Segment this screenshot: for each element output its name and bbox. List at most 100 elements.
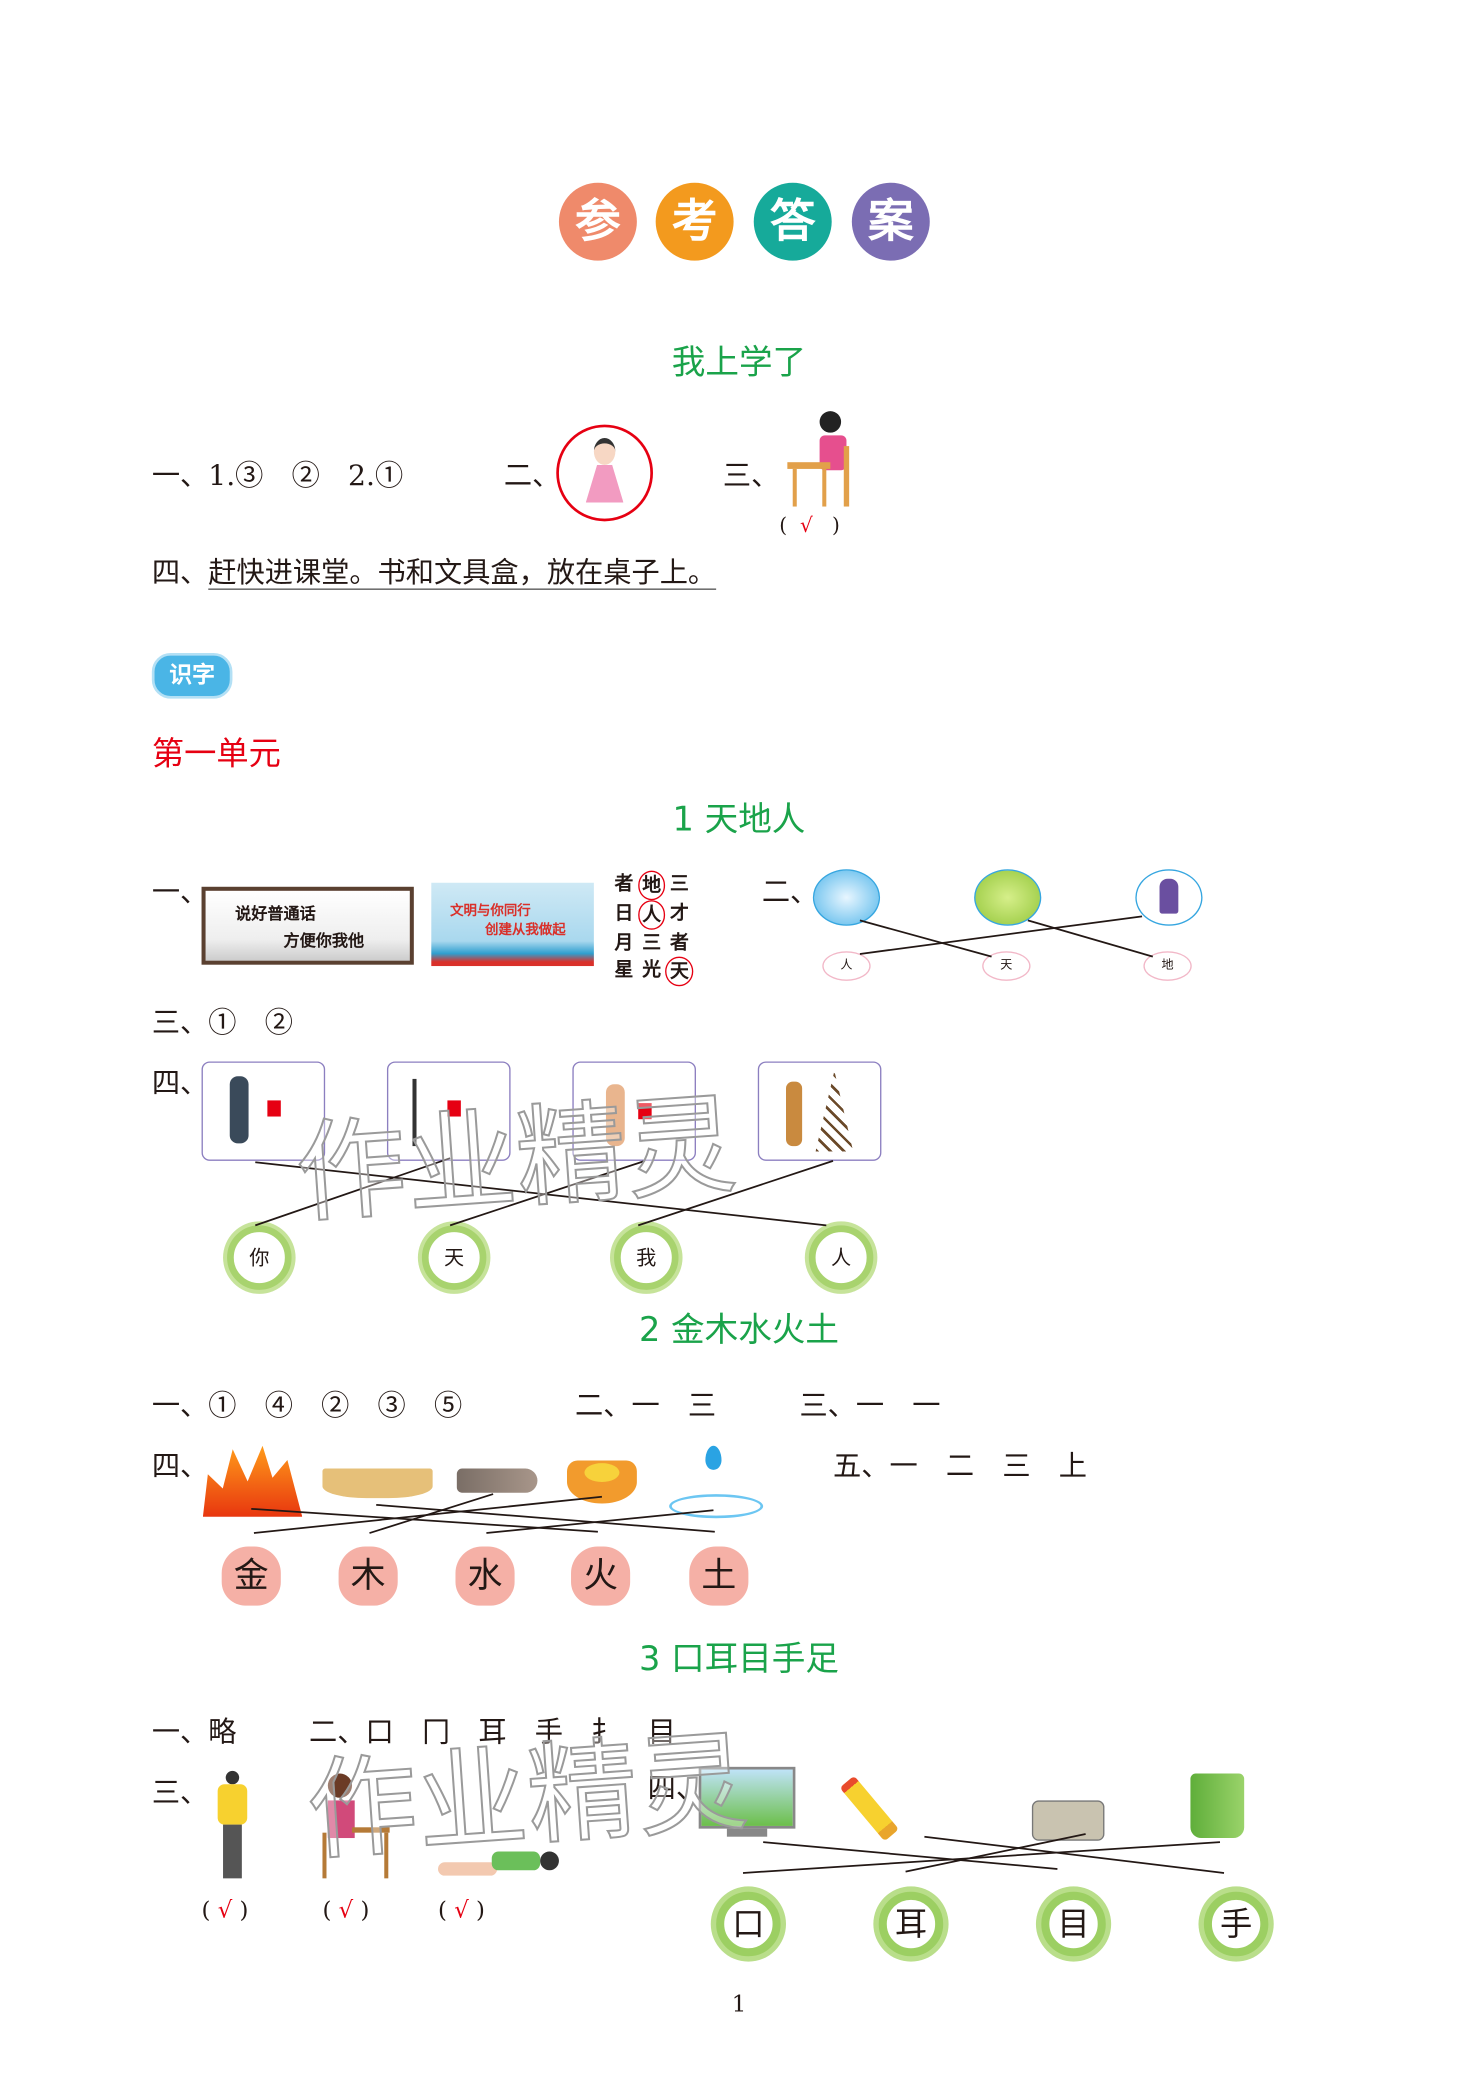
poster-line-2: 创建从我做起 (485, 923, 566, 938)
flower-er: 耳 (878, 1891, 944, 1957)
grid-char: 星 (614, 959, 634, 981)
title-char-1: 参 (558, 182, 637, 261)
intro-q3-label: 三、 (722, 459, 780, 492)
flower-huo: 火 (571, 1546, 631, 1606)
match-line (486, 1509, 714, 1534)
title-char-2: 考 (655, 182, 734, 261)
evolution-box-person (201, 1061, 326, 1161)
watermark: 作业精灵 (303, 1718, 751, 1876)
intro-title: 我上学了 (671, 342, 807, 382)
grid-char: 光 (642, 959, 662, 981)
flower-tian: 天 (421, 1225, 487, 1290)
match-line (253, 1495, 603, 1534)
intro-q4: 四、赶快进课堂。书和文具盒，放在桌子上。 (152, 551, 716, 591)
cup-image (1190, 1773, 1245, 1839)
section-badge: 识字 (151, 652, 233, 699)
mandarin-banner-image: 说好普通话 方便你我他 (201, 886, 414, 965)
lesson3-q3-answer-1: ( √ ) (201, 1897, 249, 1925)
girl-backpack-image-circled (556, 424, 653, 522)
grid-char: 三 (669, 873, 689, 895)
title-char-3: 答 (753, 182, 832, 261)
grid-char-circled: 天 (665, 956, 694, 987)
civility-poster-image: 文明与你同行 创建从我做起 (431, 882, 594, 967)
flower-shui: 水 (455, 1546, 515, 1606)
sitting-girl-image (317, 1773, 392, 1881)
banner-line-1: 说好普通话 (235, 904, 316, 924)
grid-char: 才 (669, 902, 689, 925)
lesson2-q5: 五、一 二 三 上 (833, 1449, 1087, 1482)
match-line (449, 1160, 646, 1227)
lesson3-q3-label: 三、 (151, 1776, 209, 1809)
grid-char: 者 (614, 873, 634, 895)
lesson3-q2: 二、口 冂 耳 手 扌 目 (309, 1715, 676, 1749)
match-line (924, 1835, 1225, 1874)
match-line (254, 1157, 451, 1227)
banner-line-2: 方便你我他 (283, 931, 365, 950)
water-drop-image (669, 1445, 764, 1519)
flower-mu: 木 (338, 1546, 398, 1606)
character-grid: 者地三 日人才 月三者 星光天 (610, 870, 694, 987)
check-mark: √ (454, 1897, 469, 1925)
lesson1-q2-label: 二、 (761, 876, 819, 909)
match-line (859, 915, 1143, 955)
check-mark: √ (217, 1897, 233, 1925)
grid-char: 日 (614, 902, 634, 925)
flower-mu-eye: 目 (1041, 1891, 1106, 1957)
lesson2-q1: 一、① ④ ② ③ ⑤ (151, 1389, 463, 1422)
match-line (369, 1493, 494, 1534)
lesson1-q3: 三、① ② (151, 1006, 293, 1039)
wood-log-image (456, 1468, 538, 1493)
match-line (255, 1161, 827, 1227)
intro-q2-label: 二、 (503, 459, 561, 492)
match-line (1027, 919, 1154, 958)
grid-char: 月 (614, 932, 634, 954)
grid-char: 者 (669, 932, 689, 954)
lesson3-q3-answer-2: ( √ ) (322, 1897, 370, 1925)
match-line (637, 1160, 834, 1227)
lesson3-q4-label: 四、 (647, 1772, 705, 1805)
evolution-box-well (386, 1061, 511, 1161)
poster-line-1: 文明与你同行 (450, 904, 531, 920)
flower-wo: 我 (614, 1225, 679, 1290)
page-number: 1 (731, 1991, 747, 2019)
check-mark: √ (799, 513, 813, 538)
girl-at-desk-image (785, 408, 860, 507)
bubble-ren: 人 (822, 951, 871, 981)
tv-image (698, 1766, 796, 1840)
flower-tu: 土 (689, 1546, 749, 1606)
flower-kou: 口 (716, 1891, 781, 1957)
lesson1-q4-label: 四、 (151, 1066, 209, 1100)
lesson3-title: 3 口耳目手足 (638, 1639, 839, 1679)
match-line (742, 1841, 1221, 1874)
unit-title: 第一单元 (151, 734, 281, 773)
person-image (1135, 869, 1203, 926)
title-char-4: 案 (851, 182, 930, 261)
grid-char-circled: 人 (637, 900, 666, 930)
gold-ingot-image (566, 1460, 637, 1504)
flower-shou: 手 (1203, 1891, 1269, 1957)
grid-char: 三 (642, 932, 662, 954)
sky-image (812, 869, 881, 926)
lesson2-q4-label: 四、 (151, 1449, 209, 1482)
evolution-box-man (572, 1061, 696, 1161)
lesson2-title: 2 金木水火土 (638, 1310, 839, 1349)
watermark: 作业精灵 (292, 1080, 740, 1238)
standing-girl-image (217, 1770, 248, 1887)
land-image (974, 869, 1042, 926)
lesson2-q2: 二、一 三 (575, 1389, 717, 1422)
intro-q1: 一、1.③ ② 2.① (151, 459, 404, 492)
match-line (859, 919, 992, 958)
lesson3-q3-answer-3: ( √ ) (438, 1897, 485, 1925)
radio-image (1031, 1800, 1105, 1841)
match-line (376, 1503, 715, 1533)
lying-boy-image (438, 1849, 567, 1879)
lesson1-q1-label: 一、 (151, 876, 209, 909)
lesson3-q1: 一、略 (151, 1715, 237, 1749)
lesson2-q3: 三、一 一 (799, 1389, 941, 1422)
check-mark: √ (338, 1897, 354, 1925)
intro-q4-answer: 赶快进课堂。书和文具盒，放在桌子上。 (208, 556, 717, 590)
evolution-box-tower (757, 1061, 882, 1161)
match-line (905, 1833, 1086, 1873)
